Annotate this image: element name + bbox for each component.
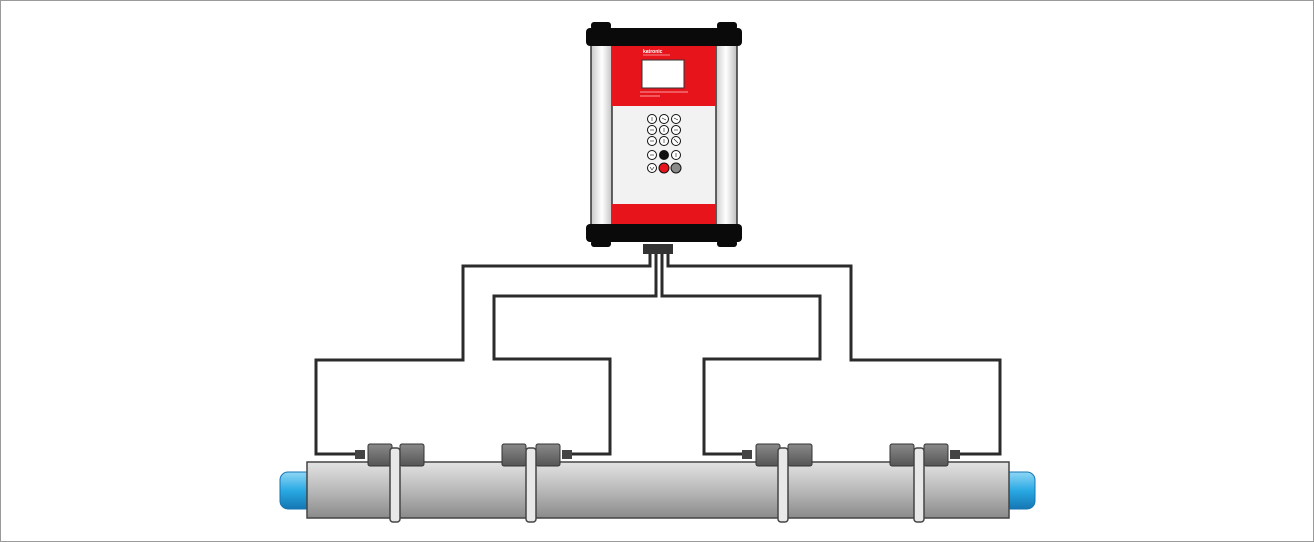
- side-rail-left: [590, 41, 614, 227]
- brand-label: katronic: [643, 49, 663, 55]
- device-display: [641, 59, 685, 89]
- bottom-cap-lip: [717, 240, 737, 247]
- front-panel-bottom: [612, 204, 716, 224]
- connector: [355, 450, 365, 459]
- pipe-clamp: [525, 447, 537, 523]
- key-0: [659, 150, 669, 160]
- cable-inner-left: [492, 250, 658, 456]
- cable-inner-right: [660, 250, 822, 456]
- transducer: [787, 443, 813, 467]
- transducer: [923, 443, 949, 467]
- sensor-pair-1: [355, 443, 425, 523]
- key-menu: [670, 162, 682, 174]
- cable-outer-right: [666, 250, 1002, 456]
- pipe-clamp: [777, 447, 789, 523]
- sensor-pair-3: [742, 443, 813, 523]
- transducer: [399, 443, 425, 467]
- cable-outer-left: [314, 250, 652, 456]
- sensor-pair-2: [501, 443, 572, 523]
- top-cap-lip: [591, 22, 611, 30]
- sensor-pair-4: [889, 443, 960, 523]
- pipe-clamp: [389, 447, 401, 523]
- connector: [562, 450, 572, 459]
- flowmeter-device: katronic: [586, 22, 742, 254]
- side-rail-right: [714, 41, 738, 227]
- transducer: [535, 443, 561, 467]
- transducer: [755, 443, 781, 467]
- pipe-body: [306, 461, 1010, 519]
- transducer: [367, 443, 393, 467]
- key-enter: [658, 162, 670, 174]
- transducer: [501, 443, 527, 467]
- top-cap: [586, 28, 742, 46]
- pipe-clamp: [913, 447, 925, 523]
- top-cap-lip: [717, 22, 737, 30]
- transducer: [889, 443, 915, 467]
- cables: [314, 250, 1002, 456]
- bottom-cap-lip: [591, 240, 611, 247]
- connector: [950, 450, 960, 459]
- cable-gland: [643, 244, 673, 254]
- keypad: [647, 114, 682, 174]
- keypad-glyphs: [649, 117, 679, 171]
- key-down: [647, 163, 657, 173]
- bottom-cap: [586, 224, 742, 242]
- connector: [742, 450, 752, 459]
- pipe: [279, 461, 1036, 519]
